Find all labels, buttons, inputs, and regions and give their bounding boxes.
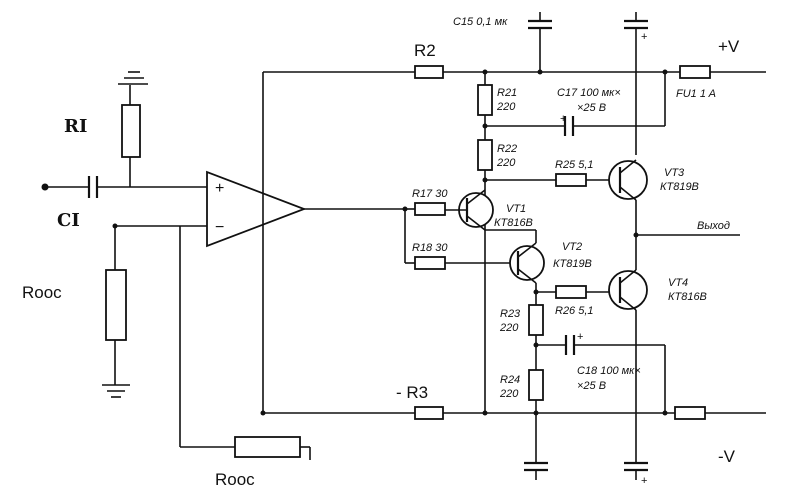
label-r23-a: R23 xyxy=(500,308,521,320)
label-r24-b: 220 xyxy=(499,388,519,400)
label-r22-b: 220 xyxy=(496,157,516,169)
label-vt4-a: VT4 xyxy=(668,277,688,289)
resistor-r2 xyxy=(414,65,444,79)
label-c17-plus: + xyxy=(560,113,566,125)
label-opamp-minus: − xyxy=(215,219,224,236)
label-output: Выход xyxy=(697,220,730,232)
label-opamp-plus: + xyxy=(215,180,224,197)
capacitor-c1 xyxy=(87,176,99,198)
label-r21-a: R21 xyxy=(497,87,517,99)
op-amp xyxy=(206,170,405,248)
label-r1: RI xyxy=(64,116,87,137)
label-vt3-b: КТ819В xyxy=(660,181,699,193)
label-vt2-a: VT2 xyxy=(562,241,582,253)
label-rooc-left: Rooc xyxy=(22,283,62,302)
label-r25: R25 5,1 xyxy=(555,159,594,171)
resistor-r1 xyxy=(121,104,141,158)
label-vt1-b: КТ816В xyxy=(494,217,533,229)
resistor-rooc-bottom xyxy=(234,436,301,458)
resistor-rooc-left xyxy=(105,269,127,341)
transistor-vt1 xyxy=(445,189,494,231)
label-r2: R2 xyxy=(414,41,436,60)
label-c1: CI xyxy=(57,210,80,231)
label-vt4-b: КТ816В xyxy=(668,291,707,303)
fuse-bottom xyxy=(674,406,706,420)
label-vt1-a: VT1 xyxy=(506,203,526,215)
input-section xyxy=(41,71,208,398)
output-stage xyxy=(402,12,740,480)
transistor-vt4 xyxy=(608,269,648,311)
label-c-bottom-plus: + xyxy=(641,475,647,487)
power-rails xyxy=(260,65,766,420)
label-c18-plus: + xyxy=(577,331,583,343)
resistor-r25 xyxy=(555,173,587,187)
transistor-vt2 xyxy=(485,229,545,305)
label-c18-b: ×25 В xyxy=(577,380,606,392)
resistor-r22 xyxy=(477,139,493,171)
fuse-fu1 xyxy=(679,65,711,79)
label-r18: R18 30 xyxy=(412,242,448,254)
resistor-r21 xyxy=(477,84,493,116)
feedback-loop xyxy=(179,226,311,460)
transistor-vt3 xyxy=(608,159,648,201)
label-neg-rail: -V xyxy=(718,447,736,466)
label-r24-a: R24 xyxy=(500,374,520,386)
label-r21-b: 220 xyxy=(496,101,516,113)
label-c-top-plus: + xyxy=(641,31,647,43)
label-r3: - R3 xyxy=(396,383,428,402)
label-vt2-b: КТ819В xyxy=(553,258,592,270)
label-r23-b: 220 xyxy=(499,322,519,334)
resistor-r17 xyxy=(414,202,446,216)
labels: R2 - R3 +V -V RI CI Rooc Rooc C15 0,1 мк… xyxy=(22,16,740,489)
resistor-r23 xyxy=(528,304,544,336)
resistor-r18 xyxy=(414,256,446,270)
label-c17-a: C17 100 мк× xyxy=(557,87,621,99)
resistor-r24 xyxy=(528,369,544,401)
resistor-r3 xyxy=(414,406,444,420)
label-r22-a: R22 xyxy=(497,143,517,155)
label-c18-a: C18 100 мк× xyxy=(577,365,641,377)
label-r17: R17 30 xyxy=(412,188,448,200)
label-c17-b: ×25 В xyxy=(577,102,606,114)
label-c15: C15 0,1 мк xyxy=(453,16,508,28)
label-fu1: FU1 1 A xyxy=(676,88,716,100)
resistor-r26 xyxy=(555,285,587,299)
label-rooc-bottom: Rooc xyxy=(215,470,255,489)
label-r26: R26 5,1 xyxy=(555,305,594,317)
label-vt3-a: VT3 xyxy=(664,167,685,179)
label-pos-rail: +V xyxy=(718,37,740,56)
